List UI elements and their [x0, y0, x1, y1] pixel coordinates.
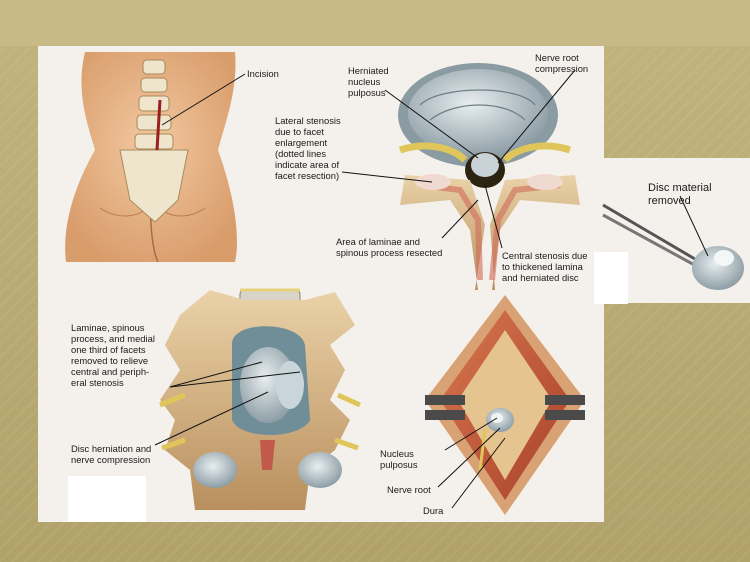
- label-nucleus-pulposus: Nucleus pulposus: [380, 448, 418, 470]
- blank-box: [68, 476, 146, 522]
- label-disc-material: Disc material removed: [648, 182, 712, 207]
- disc-removal-illustration: [602, 203, 744, 290]
- posterior-spine-illustration: [154, 288, 362, 510]
- label-herniated-nucleus: Herniated nucleus pulposus: [348, 65, 389, 98]
- leader-lines: [341, 69, 709, 257]
- label-central-stenosis: Central stenosis due to thickened lamina…: [502, 250, 588, 283]
- torso-illustration: [65, 52, 246, 263]
- label-area-laminae: Area of laminae and spinous process rese…: [336, 236, 443, 258]
- side-white-box: [594, 252, 628, 304]
- label-nerve-root-compression: Nerve root compression: [535, 52, 589, 74]
- surgical-field-illustration: [425, 295, 585, 515]
- label-incision: Incision: [247, 68, 279, 79]
- spine-in-torso: [119, 59, 189, 223]
- label-lateral-stenosis: Lateral stenosis due to facet enlargemen…: [275, 115, 341, 181]
- vertebra-cross-section: [398, 63, 580, 290]
- label-dura: Dura: [423, 505, 444, 516]
- label-laminae-removed: Laminae, spinous process, and medial one…: [71, 322, 155, 388]
- top-band: [0, 0, 750, 46]
- label-nerve-root: Nerve root: [387, 484, 431, 495]
- label-disc-herniation: Disc herniation and nerve compression: [71, 443, 152, 465]
